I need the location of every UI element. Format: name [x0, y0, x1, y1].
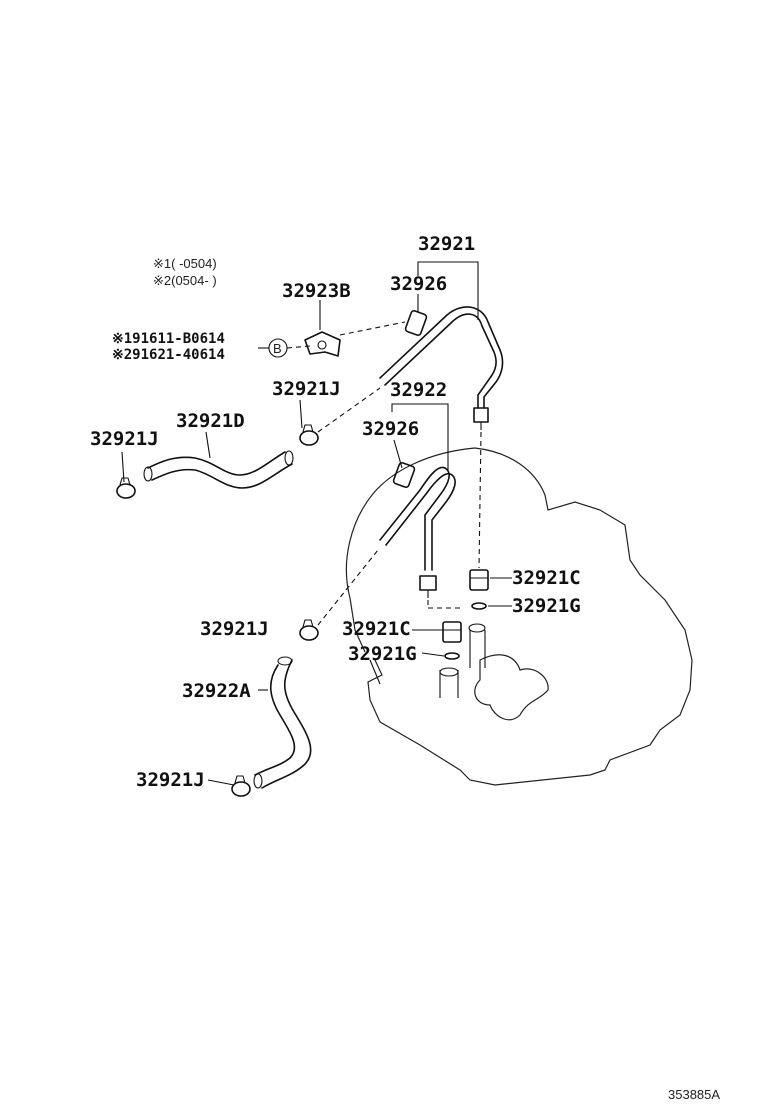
bolt-part-2: ※291621-40614	[112, 347, 225, 363]
note-range-1: ※1( -0504)	[153, 256, 217, 271]
label-32921J-top: 32921J	[272, 378, 341, 400]
leader-lines	[121, 261, 512, 786]
transmission-housing	[345, 447, 693, 786]
hose-32922A	[253, 656, 312, 789]
label-32921: 32921	[418, 233, 475, 255]
hose-clamp-32921J-top	[299, 424, 319, 446]
label-32921C-right: 32921C	[512, 567, 581, 589]
hose-clamp-32921J-left	[116, 477, 136, 499]
pipe-32921-upper	[379, 306, 504, 430]
bolt-circle-b-label: B	[273, 341, 282, 356]
label-32926-top: 32926	[390, 273, 447, 295]
union-32921C-mid	[442, 621, 462, 643]
union-32921C-right	[469, 569, 489, 591]
bolt-part-1: ※191611-B0614	[112, 331, 225, 347]
pipe-32922-middle	[379, 461, 456, 598]
label-32921J-mid: 32921J	[200, 618, 269, 640]
hose-clamp-32921J-mid	[299, 619, 319, 641]
label-32926-mid: 32926	[362, 418, 419, 440]
hose-32921D	[143, 450, 294, 489]
label-32922A: 32922A	[182, 680, 251, 702]
bolt-callout: B	[258, 338, 311, 358]
label-32921C-mid: 32921C	[342, 618, 411, 640]
label-32922: 32922	[390, 379, 447, 401]
label-32921J-left: 32921J	[90, 428, 159, 450]
label-32923B: 32923B	[282, 280, 351, 302]
diagram-code: 353885A	[668, 1087, 720, 1102]
label-32921J-bottom: 32921J	[136, 769, 205, 791]
label-32921D: 32921D	[176, 410, 245, 432]
gasket-32921G-right	[471, 602, 487, 610]
note-range-2: ※2(0504- )	[153, 273, 217, 288]
gasket-32921G-mid	[444, 652, 460, 660]
label-32921G-mid: 32921G	[348, 643, 417, 665]
clamp-bracket-32923B	[304, 300, 341, 357]
label-32921G-right: 32921G	[512, 595, 581, 617]
hose-clamp-32921J-bottom	[231, 775, 251, 797]
